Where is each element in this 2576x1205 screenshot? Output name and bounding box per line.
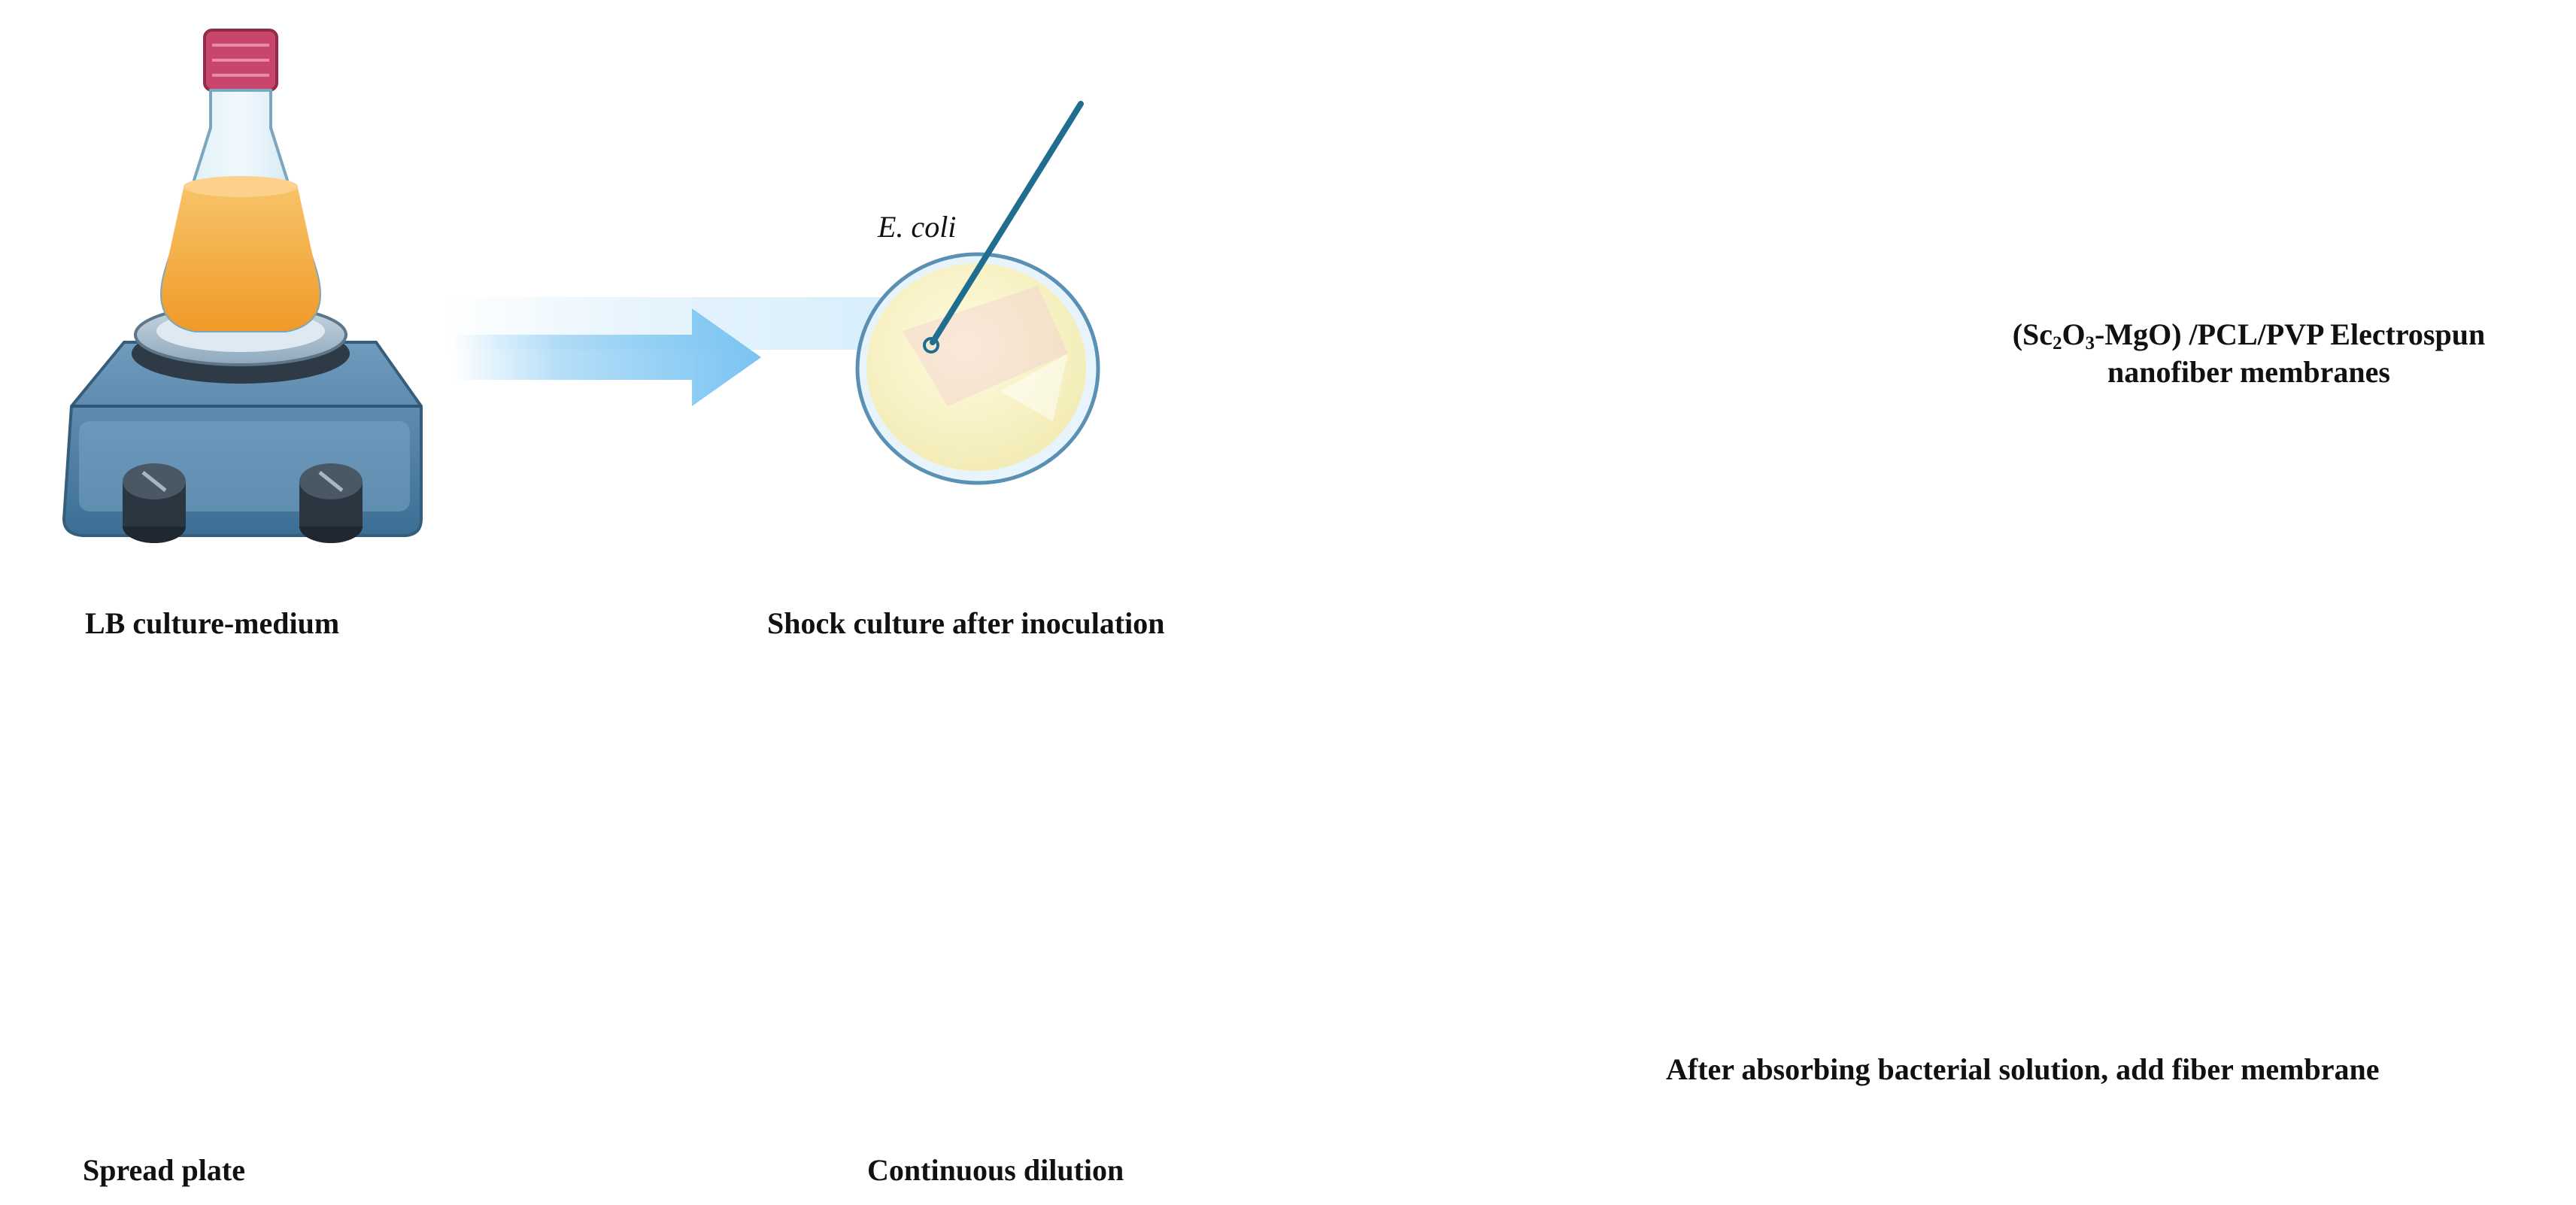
inoculation-loop-icon bbox=[923, 101, 1084, 354]
label-lb-culture: LB culture-medium bbox=[85, 606, 340, 640]
label-spread-plate: Spread plate bbox=[83, 1153, 245, 1187]
hot-plate-stirrer-icon bbox=[62, 303, 423, 543]
label-membrane: (Sc2O3-MgO) /PCL/PVP Electrospun nanofib… bbox=[1925, 316, 2572, 391]
erlenmeyer-flask-icon bbox=[160, 29, 321, 332]
label-membrane-line1: (Sc2O3-MgO) /PCL/PVP Electrospun bbox=[2012, 317, 2486, 354]
knob-left-icon bbox=[123, 463, 186, 543]
petri-dish-icon bbox=[855, 252, 1100, 485]
label-shock-culture: Shock culture after inoculation bbox=[767, 606, 1165, 640]
label-continuous-dilution: Continuous dilution bbox=[867, 1153, 1124, 1187]
label-ecoli: E. coli bbox=[878, 210, 957, 244]
label-membrane-line2: nanofiber membranes bbox=[2107, 355, 2390, 389]
label-after-absorbing: After absorbing bacterial solution, add … bbox=[1666, 1052, 2380, 1086]
knob-right-icon bbox=[299, 463, 363, 543]
